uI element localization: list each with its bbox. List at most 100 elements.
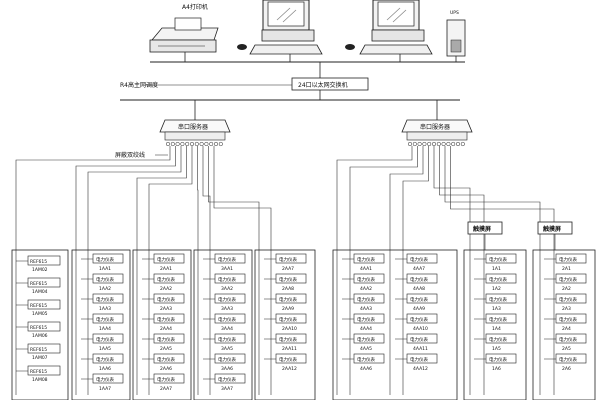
port-circle — [199, 141, 204, 147]
meter-label: 电力仪表 — [218, 296, 236, 303]
port-circle — [209, 141, 214, 147]
meter-box — [406, 313, 438, 324]
meter-box — [92, 333, 124, 344]
meter-label: 电力仪表 — [279, 336, 297, 343]
wire — [136, 146, 187, 395]
meter-box — [214, 373, 246, 384]
cabinet-relay — [11, 249, 69, 400]
wire — [208, 146, 260, 395]
ethernet-label: R4高主网调度 — [120, 81, 158, 89]
meter-code: 3AA7 — [221, 386, 233, 392]
wire — [202, 146, 211, 395]
meter-code: 2AA4 — [160, 326, 172, 332]
port-circle — [436, 141, 441, 147]
meter-box — [353, 273, 385, 284]
wire — [15, 146, 171, 395]
port-circle — [218, 141, 223, 147]
port-circle — [407, 141, 413, 147]
port-circle — [175, 141, 180, 147]
meter-code: 1AA7 — [99, 386, 111, 392]
relay-box — [27, 277, 61, 288]
meter-code: 1AA5 — [99, 346, 111, 352]
port-circle — [431, 141, 437, 147]
port-circle — [412, 141, 417, 147]
meter-box — [275, 333, 307, 344]
meter-code: 4AA11 — [413, 346, 428, 352]
meter-code: 3AA2 — [221, 286, 233, 292]
relay-model: REF615 — [30, 303, 47, 309]
ups-icon — [446, 19, 466, 57]
meter-code: 2AA2 — [160, 286, 172, 292]
relay-box — [27, 255, 61, 266]
relay-code: 1AM08 — [32, 377, 48, 383]
meter-label: 电力仪表 — [279, 356, 297, 363]
port-circle — [180, 141, 185, 147]
wire — [444, 146, 541, 395]
meter-label: 电力仪表 — [218, 336, 236, 343]
meter-label: 电力仪表 — [96, 356, 114, 363]
meter-label: 电力仪表 — [489, 356, 507, 363]
meter-code: 3AA5 — [221, 346, 233, 352]
meter-label: 电力仪表 — [279, 256, 297, 263]
meter-label: 电力仪表 — [157, 256, 175, 263]
meter-label: 电力仪表 — [357, 316, 375, 323]
meter-box — [555, 253, 587, 264]
meter-code: 3AA1 — [221, 266, 233, 272]
meter-box — [153, 373, 185, 384]
meter-code: 1AA1 — [99, 266, 111, 272]
meter-box — [214, 313, 246, 324]
wire — [433, 146, 471, 395]
svg-text:触摸屏: 触摸屏 — [542, 225, 561, 233]
meter-box — [555, 333, 587, 344]
wire — [197, 146, 199, 395]
meter-label: 电力仪表 — [357, 296, 375, 303]
serial-server-2-ports — [407, 141, 465, 147]
workstation-1-icon — [237, 0, 323, 55]
meter-box — [406, 333, 438, 344]
meter-label: 电力仪表 — [489, 336, 507, 343]
meter-code: 1A6 — [492, 366, 501, 372]
meter-box — [214, 353, 246, 364]
port-circle — [185, 141, 190, 147]
meter-label: 电力仪表 — [559, 256, 577, 263]
meter-code: 2A4 — [562, 326, 571, 332]
touchscreen-2: 触摸屏 — [537, 221, 573, 235]
meter-box — [406, 353, 438, 364]
meter-label: 电力仪表 — [157, 336, 175, 343]
fieldbus-label: 屏蔽双绞线 — [115, 151, 145, 159]
relay-box — [27, 299, 61, 310]
port-circle — [194, 141, 199, 147]
meter-box — [214, 293, 246, 304]
meter-code: 2AA9 — [282, 306, 294, 312]
meter-label: 电力仪表 — [96, 376, 114, 383]
meter-label: 电力仪表 — [279, 296, 297, 303]
meter-box — [275, 253, 307, 264]
relay-model: REF615 — [30, 347, 47, 353]
meter-label: 电力仪表 — [96, 336, 114, 343]
meter-box — [555, 353, 587, 364]
rs485-wiring — [15, 146, 556, 395]
meter-box — [214, 253, 246, 264]
relay-model: REF615 — [30, 281, 47, 287]
cabinet-3 — [193, 249, 253, 400]
cabinet-4 — [254, 249, 316, 400]
meter-code: 2AA11 — [282, 346, 297, 352]
meter-box — [353, 293, 385, 304]
